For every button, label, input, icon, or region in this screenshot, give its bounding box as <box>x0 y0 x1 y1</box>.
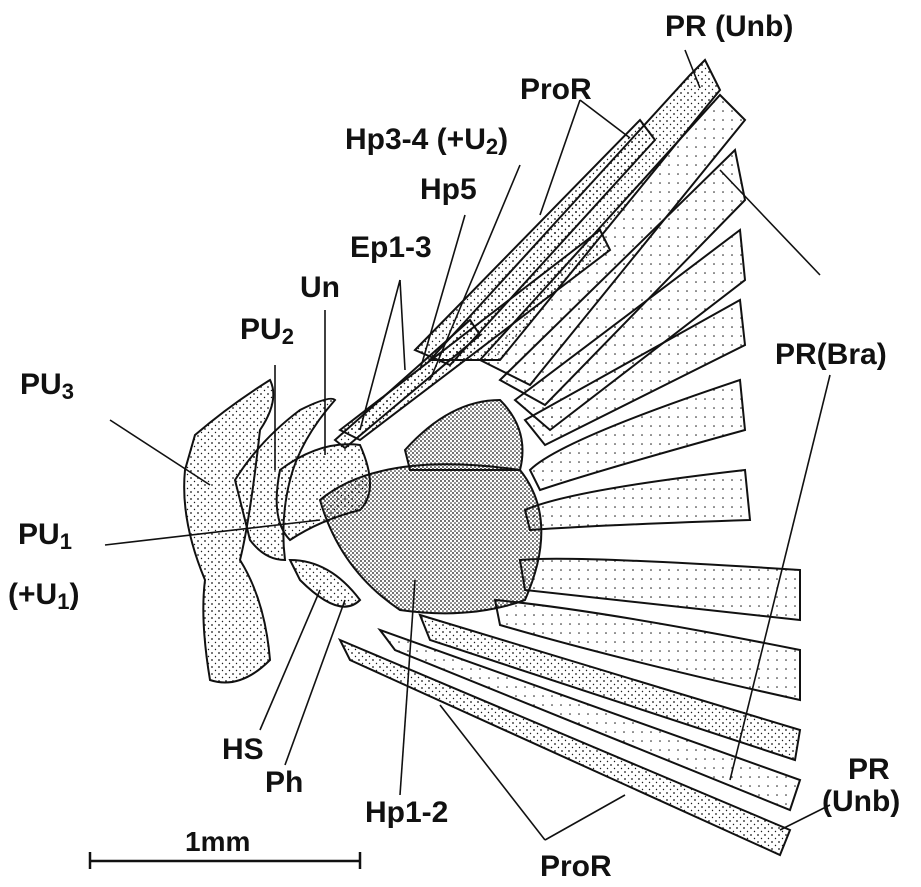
label-hp1-2: Hp1-2 <box>365 798 448 828</box>
label-pu1: PU1 <box>18 520 72 553</box>
label-pror-top: ProR <box>520 75 592 105</box>
label-pr-unb-bottom-sub: (Unb) <box>822 787 900 817</box>
label-hp3-4: Hp3-4 (+U2) <box>345 125 508 158</box>
label-ph: Ph <box>265 768 303 798</box>
label-pu3: PU3 <box>20 370 74 403</box>
label-ep1-3: Ep1-3 <box>350 233 432 263</box>
hypural-5 <box>405 400 523 470</box>
label-hp5: Hp5 <box>420 175 477 205</box>
label-hs: HS <box>222 735 264 765</box>
parhypural <box>290 560 360 607</box>
label-pr-bra: PR(Bra) <box>775 340 887 370</box>
scale-bar-label: 1mm <box>185 828 250 856</box>
label-pr-unb-bottom: PR <box>848 755 890 785</box>
label-pu2: PU2 <box>240 315 294 348</box>
label-pr-unb-top: PR (Unb) <box>665 12 793 42</box>
label-un: Un <box>300 273 340 303</box>
label-u1: (+U1) <box>8 580 79 613</box>
label-pror-bottom: ProR <box>540 852 612 882</box>
